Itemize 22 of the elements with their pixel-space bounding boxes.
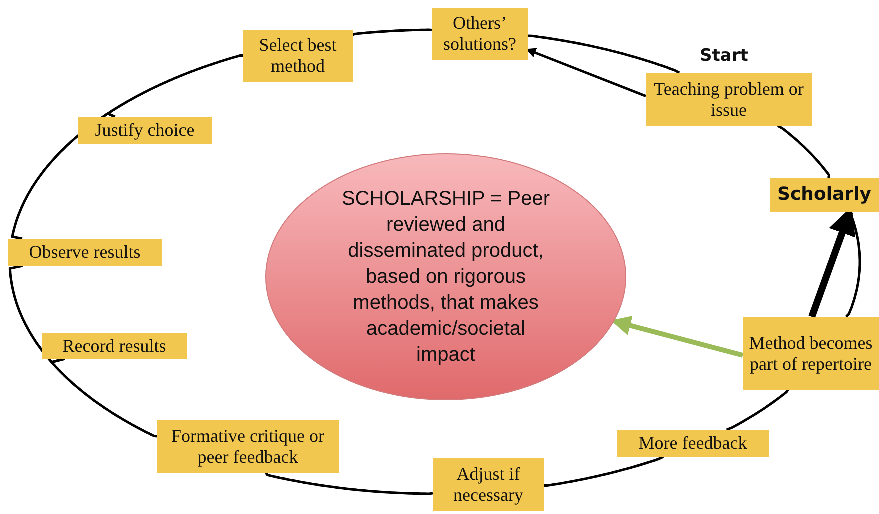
cycle-arc [265, 472, 434, 496]
cycle-arc [544, 456, 664, 488]
step-label: Others’ solutions? [432, 8, 528, 60]
start-label: Start [700, 46, 748, 66]
step-label: Record results [42, 333, 187, 359]
definition-text: SCHOLARSHIP = Peer reviewed and disseminated product, based on rigorous methods, that makes academic/societal impact [340, 187, 552, 368]
cycle-arc [777, 124, 831, 178]
step-label: Adjust if necessary [433, 458, 544, 511]
step-label: Scholarly [770, 178, 879, 212]
step-label: Method becomes part of repertoire [743, 317, 879, 390]
cycle-arc [528, 34, 680, 74]
step-label: Formative critique or peer feedback [157, 420, 339, 473]
step-label: More feedback [617, 430, 769, 457]
arrow [526, 48, 646, 98]
arrow [611, 316, 744, 358]
step-label: Teaching problem or issue [646, 73, 812, 126]
cycle-arc [352, 28, 432, 36]
step-label: Select best method [243, 30, 353, 82]
cycle-arc [50, 358, 158, 438]
step-label: Justify choice [78, 117, 212, 144]
cycle-arc [726, 389, 790, 432]
step-label: Observe results [8, 239, 162, 266]
